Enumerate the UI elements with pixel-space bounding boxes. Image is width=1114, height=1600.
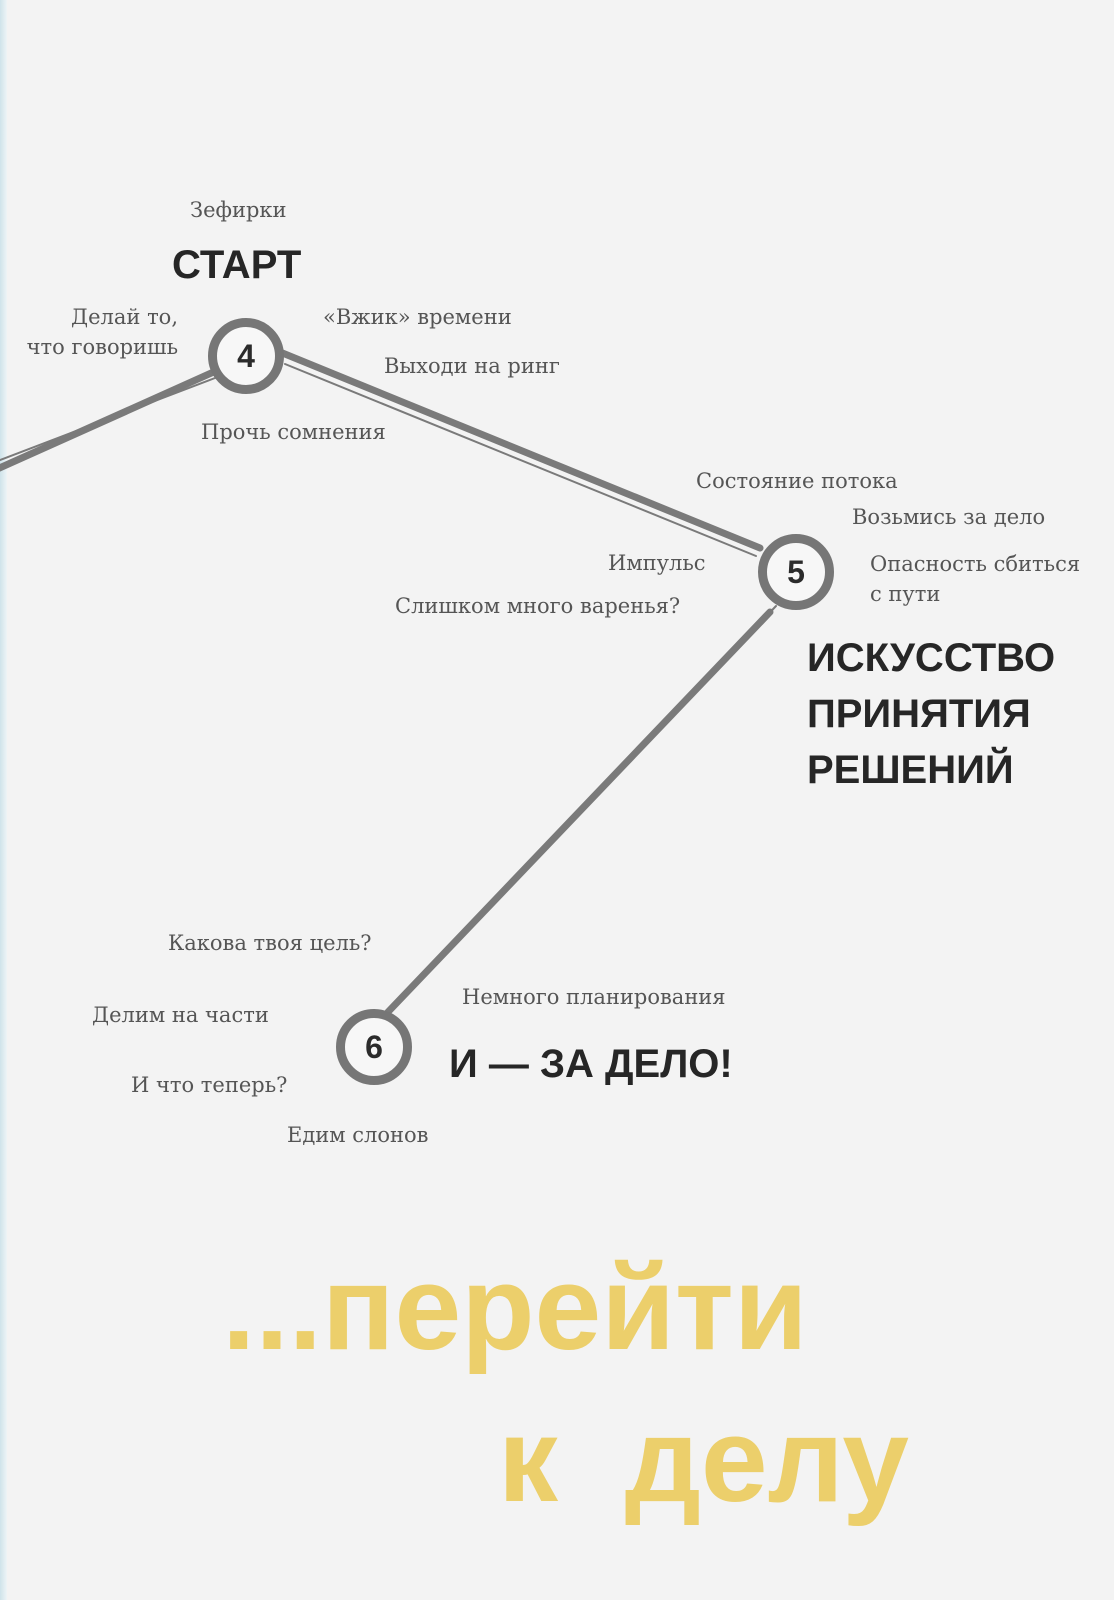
connector-4-to-5	[276, 348, 764, 552]
label-do-what-you-say: Делай то, что говоришь	[26, 305, 178, 360]
label-what-now: И что теперь?	[131, 1073, 288, 1097]
label-away-doubts: Прочь сомнения	[201, 420, 386, 444]
label-danger-off-path: Опасность сбиться с пути	[870, 552, 1081, 607]
title-line-2: к делу	[498, 1393, 910, 1527]
label-divide-parts: Делим на части	[92, 1003, 269, 1027]
label-flow-state: Состояние потока	[696, 469, 898, 493]
node-4: 4	[208, 318, 284, 394]
label-too-much-jam: Слишком много варенья?	[395, 594, 681, 618]
label-marshmallows: Зефирки	[190, 198, 287, 222]
connector-offpage-to-4	[0, 366, 222, 472]
heading-start: СТАРТ	[172, 243, 302, 287]
label-some-planning: Немного планирования	[462, 985, 726, 1009]
heading-to-work: И — ЗА ДЕЛО!	[449, 1042, 733, 1086]
title-line-1: ...перейти	[222, 1241, 808, 1375]
heading-decisions: ИСКУССТВО ПРИНЯТИЯ РЕШЕНИЙ	[807, 636, 1056, 792]
label-eat-elephants: Едим слонов	[287, 1123, 429, 1147]
label-time-whoosh: «Вжик» времени	[323, 305, 512, 329]
label-enter-ring: Выходи на ринг	[384, 354, 560, 378]
node-5: 5	[758, 534, 834, 610]
page-edge	[0, 0, 7, 1600]
label-get-to-work: Возьмись за дело	[852, 505, 1046, 529]
label-impulse: Импульс	[608, 551, 706, 575]
label-your-goal: Какова твоя цель?	[168, 931, 372, 955]
node-6: 6	[336, 1009, 412, 1085]
